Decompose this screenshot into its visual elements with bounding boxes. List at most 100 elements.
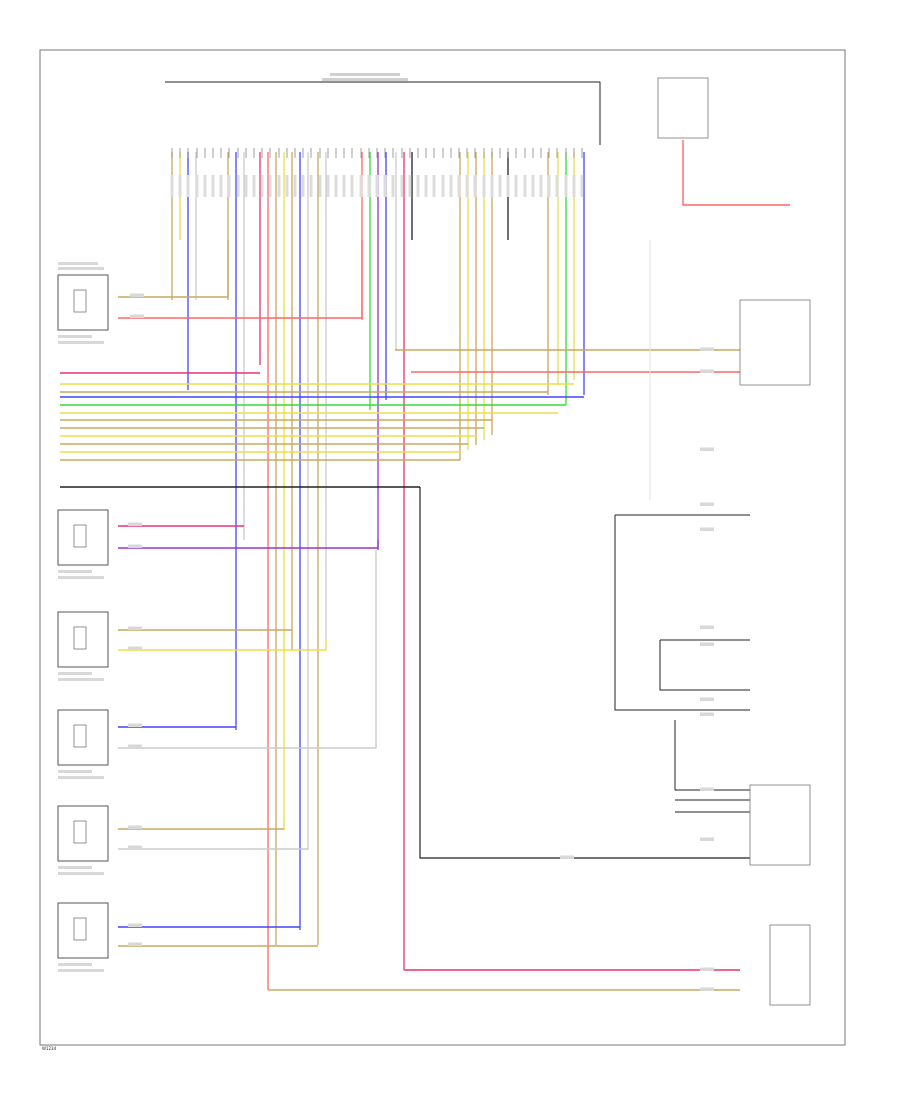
left-rear-tweeter-box — [57, 902, 109, 959]
right-wire-label-mark — [700, 642, 714, 646]
left-front-tweeter-label-mark — [58, 576, 104, 579]
lf-speaker-wire — [118, 240, 229, 298]
pin-label-mark — [580, 175, 584, 197]
control-module-label-mark — [330, 73, 400, 76]
lf-wire-label-mark — [128, 522, 142, 526]
left-front-tweeter-box — [57, 509, 109, 566]
right-rear-speaker-element — [73, 820, 87, 844]
lf-wire-label-mark — [128, 845, 142, 849]
rear-amp-box — [749, 784, 811, 866]
lf-wire-label-mark — [128, 626, 142, 630]
right-wire-label-mark — [700, 347, 714, 351]
left-rear-tweeter-element — [73, 917, 87, 941]
pin-label-mark — [260, 175, 264, 197]
lf-wire-label-mark — [128, 744, 142, 748]
lf-speaker-wire — [118, 240, 363, 319]
left-rear-tweeter-label-mark — [58, 963, 92, 966]
left-front-speaker-label-mark — [58, 267, 104, 270]
pin-label-mark — [285, 175, 289, 197]
right-rear-speaker-label-mark — [58, 866, 92, 869]
pin-label-mark — [432, 175, 436, 197]
pin-label-mark — [309, 175, 313, 197]
lf-wire-label-mark — [128, 544, 142, 548]
pin-label-mark — [375, 175, 379, 197]
fuse-block-box — [657, 77, 709, 139]
pin-label-mark — [514, 175, 518, 197]
pin-label-mark — [318, 175, 322, 197]
components-group — [57, 73, 811, 1006]
right-wire-label-mark — [700, 987, 714, 991]
pin-label-mark — [473, 175, 477, 197]
pin-label-mark — [572, 175, 576, 197]
pin-label-mark — [564, 175, 568, 197]
pin-label-mark — [441, 175, 445, 197]
left-rear-tweeter-label-mark — [58, 969, 104, 972]
ground-wire — [419, 487, 750, 859]
right-rear-speaker-label-mark — [58, 872, 104, 875]
footer-code: W1234 — [42, 1046, 57, 1051]
right-wire-label-mark — [560, 855, 574, 859]
right-rear-speaker-box — [769, 924, 811, 1006]
right-front-tweeter-label-mark — [58, 770, 92, 773]
lf-wire-label-mark — [130, 314, 144, 318]
lf-wire-label-mark — [128, 923, 142, 927]
pin-label-mark — [301, 175, 305, 197]
left-front-speaker-box — [57, 274, 109, 331]
pin-label-mark — [293, 175, 297, 197]
pin-label-mark — [449, 175, 453, 197]
pin-label-mark — [424, 175, 428, 197]
right-wire-label-mark — [700, 712, 714, 716]
pin-label-mark — [277, 175, 281, 197]
right-wire-label-mark — [700, 787, 714, 791]
pin-label-mark — [383, 175, 387, 197]
pin-label-mark — [195, 175, 199, 197]
left-front-tweeter-label-mark — [58, 570, 92, 573]
lf-wire-label-mark — [130, 293, 144, 297]
left-front-speaker-element — [73, 289, 87, 313]
pin-label-mark — [531, 175, 535, 197]
pin-label-mark — [416, 175, 420, 197]
pin-label-mark — [211, 175, 215, 197]
right-wire-label-mark — [700, 697, 714, 701]
right-wire-label-mark — [700, 447, 714, 451]
right-wire-label-mark — [700, 502, 714, 506]
lf-tweeter-wire — [118, 540, 379, 549]
diagram-frame — [39, 49, 846, 1046]
pin-label-mark — [539, 175, 543, 197]
left-rear-speaker-box — [739, 299, 811, 386]
control-module-bracket — [165, 81, 601, 145]
left-front-speaker-label-mark — [58, 335, 92, 338]
right-front-tweeter-box — [57, 709, 109, 766]
pin-label-mark — [547, 175, 551, 197]
pin-label-mark — [227, 175, 231, 197]
pin-label-mark — [391, 175, 395, 197]
pin-label-mark — [498, 175, 502, 197]
pin-label-mark — [170, 175, 174, 197]
right-front-speaker-label-mark — [58, 678, 104, 681]
rear-amp-wire — [614, 515, 750, 711]
right-wire-label-mark — [700, 625, 714, 629]
right-wire-label-mark — [700, 527, 714, 531]
pin-label-mark — [252, 175, 256, 197]
pin-label-mark — [555, 175, 559, 197]
pin-label-mark — [506, 175, 510, 197]
control-module-label-mark — [322, 78, 408, 81]
amp-wire — [674, 720, 750, 791]
right-front-tweeter-label-mark — [58, 776, 104, 779]
pin-label-mark — [326, 175, 330, 197]
amp-wire — [659, 640, 750, 691]
wires-group — [60, 81, 790, 991]
pin-label-mark — [342, 175, 346, 197]
pin-label-mark — [219, 175, 223, 197]
pin-label-mark — [482, 175, 486, 197]
right-wire-label-mark — [700, 967, 714, 971]
pin-label-mark — [268, 175, 272, 197]
right-front-speaker-box — [57, 611, 109, 668]
left-front-speaker-label-mark — [58, 341, 104, 344]
pin-label-mark — [490, 175, 494, 197]
left-front-tweeter-element — [73, 524, 87, 548]
pin-label-mark — [350, 175, 354, 197]
rf-speaker-wire — [118, 640, 327, 651]
lf-wire-label-mark — [128, 942, 142, 946]
